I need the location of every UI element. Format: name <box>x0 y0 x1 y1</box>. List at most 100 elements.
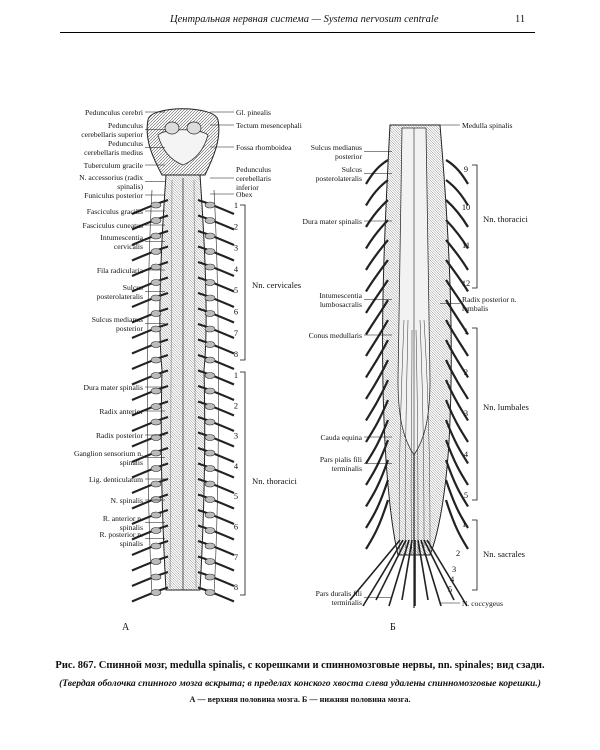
nerve-root-b <box>365 179 469 207</box>
label-a-right-1: Gl. pinealis <box>236 108 271 117</box>
label-a-left-19: R. anterior n.spinalis <box>103 514 143 532</box>
segment-a-thoracic-2: 2 <box>234 401 238 410</box>
sacral-rootlet <box>417 539 429 601</box>
nerve-root-a <box>131 555 235 572</box>
segment-a-thoracic-1: 1 <box>234 371 238 380</box>
nerve-root-a <box>131 307 235 324</box>
nerve-root-a <box>131 508 235 526</box>
nerve-root-a <box>131 353 235 371</box>
nerve-root-a <box>131 369 235 386</box>
panel-b-drawing <box>349 124 469 608</box>
nerve-root-a <box>131 477 235 495</box>
nerve-root-a <box>131 446 235 464</box>
panel-a-nerves <box>131 198 235 603</box>
panel-a-label: А <box>122 622 130 633</box>
label-a-right-2: Tectum mesencephali <box>236 121 302 130</box>
segment-a-cervical-6: 6 <box>234 308 238 317</box>
nerve-root-b <box>365 439 469 486</box>
nerve-root-b <box>365 279 469 314</box>
nerve-root-a <box>131 493 235 510</box>
nerve-root-b <box>365 419 469 465</box>
nerve-root-b <box>365 299 469 336</box>
segment-b-thoracic-11: 11 <box>462 241 470 250</box>
segment-b-lumbar-5: 5 <box>464 491 468 500</box>
segment-a-thoracic-5: 5 <box>234 492 238 501</box>
label-a-right-3: Fossa rhomboidea <box>236 143 292 152</box>
segment-b-thoracic-12: 12 <box>462 279 470 288</box>
nerve-root-b <box>365 459 469 508</box>
nerve-root-a <box>131 198 235 216</box>
group-a-thoracic: Nn. thoracici <box>252 476 297 486</box>
nerve-root-a <box>131 276 235 293</box>
group-b-lumbar: Nn. lumbales <box>483 402 529 412</box>
label-a-left-18: N. spinalis <box>111 496 144 505</box>
nerve-root-b <box>365 339 469 379</box>
page-number: 11 <box>515 14 526 25</box>
segment-a-thoracic-7: 7 <box>234 553 238 562</box>
label-b-right-3: N. coccygeus <box>462 599 503 608</box>
bracket-b-thoracic <box>472 164 478 289</box>
nerve-root-b <box>365 499 469 550</box>
segment-a-cervical-5: 5 <box>234 286 238 295</box>
nerve-root-b <box>365 479 469 529</box>
nerve-root-b <box>365 319 469 357</box>
segment-b-sacral-3: 3 <box>452 565 456 574</box>
sacral-rootlet <box>349 539 401 601</box>
nerve-root-a <box>131 570 235 588</box>
nerve-root-a <box>131 322 235 340</box>
sacral-rootlet <box>362 539 404 607</box>
nerve-root-a <box>131 214 235 231</box>
label-a-right-5: Obex <box>236 190 253 199</box>
segment-a-cervical-1: 1 <box>234 201 238 210</box>
group-a-cervical: Nn. cervicales <box>252 280 302 290</box>
nerve-root-a <box>131 462 235 479</box>
segment-a-thoracic-8: 8 <box>234 583 238 592</box>
bracket-b-lumbar <box>472 327 478 501</box>
nerve-root-a <box>131 415 235 433</box>
label-a-left-16: Ganglion sensorium n.spinalis <box>74 449 143 467</box>
nerve-root-a <box>131 384 235 402</box>
sacral-rootlet <box>426 539 468 607</box>
label-b-left-3: Dura mater spinalis <box>303 217 363 226</box>
segment-b-lumbar-3: 3 <box>464 409 468 418</box>
segment-b-sacral-2: 2 <box>456 549 460 558</box>
segment-a-cervical-8: 8 <box>234 350 238 359</box>
segment-a-thoracic-4: 4 <box>234 462 239 471</box>
segment-a-cervical-3: 3 <box>234 244 238 253</box>
panel-b-label: Б <box>390 622 396 633</box>
figure-caption-note: (Твердая оболочка спинного мозга вскрыта… <box>59 678 541 689</box>
nerve-root-a <box>131 431 235 448</box>
segment-b-thoracic-9: 9 <box>464 165 468 174</box>
nerve-root-b <box>365 159 469 185</box>
segment-b-lumbar-2: 2 <box>464 368 468 377</box>
label-a-left-1: Pedunculus cerebri <box>85 108 143 117</box>
figure-caption-legend: А — верхняя половина мозга. Б — нижняя п… <box>189 695 411 704</box>
segment-a-thoracic-6: 6 <box>234 523 238 532</box>
bracket-b-sacral <box>472 519 478 591</box>
label-a-left-17: Lig. denticulatum <box>89 475 143 484</box>
panel-a-drawing <box>131 108 235 603</box>
label-b-right-2: Radix posterior n.lumbalis <box>462 295 517 313</box>
nerve-root-b <box>365 199 469 228</box>
bracket-a-thoracic <box>240 371 246 596</box>
segment-a-thoracic-3: 3 <box>234 432 238 441</box>
nerve-root-b <box>365 259 469 293</box>
segment-b-sacral-4: 4 <box>450 575 455 584</box>
sacral-rootlet <box>420 539 442 607</box>
